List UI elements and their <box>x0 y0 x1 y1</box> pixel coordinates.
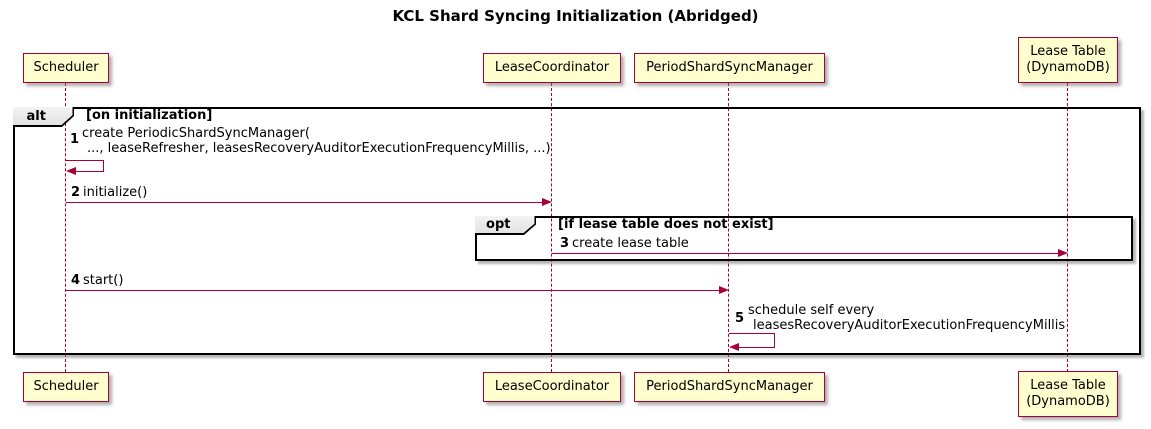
lifeline-lease-table <box>1067 83 1068 372</box>
message-2-arrow-line <box>66 202 542 203</box>
message-1-text: create PeriodicShardSyncManager( ..., le… <box>82 126 551 156</box>
message-1-text-line1: create PeriodicShardSyncManager( <box>82 126 310 141</box>
opt-operator-label: opt <box>475 216 535 233</box>
participant-period-shard-sync-manager-bottom: PeriodShardSyncManager <box>634 372 825 402</box>
message-2-number: 2 <box>71 185 81 200</box>
participant-lease-coordinator-bottom: LeaseCoordinator <box>483 372 621 402</box>
message-1-self-arrow-bottom <box>75 171 104 172</box>
alt-operator-label: alt <box>13 107 73 125</box>
message-1-self-arrow-top <box>66 160 104 161</box>
participant-period-shard-sync-manager-top: PeriodShardSyncManager <box>634 53 825 83</box>
message-5-self-arrow-side <box>774 333 775 347</box>
message-1-number: 1 <box>70 132 80 147</box>
alt-frame-tab: alt <box>13 107 74 127</box>
message-3-arrow-line <box>552 253 1058 254</box>
opt-frame <box>475 216 1133 261</box>
lifeline-scheduler <box>65 83 66 372</box>
message-5-arrowhead-icon <box>729 343 739 351</box>
message-4-arrowhead-icon <box>719 286 729 294</box>
participant-label: LeaseCoordinator <box>494 60 610 75</box>
message-1-arrowhead-icon <box>66 167 76 175</box>
message-2-arrowhead-icon <box>542 198 552 206</box>
message-4-number: 4 <box>71 273 81 288</box>
lifeline-period-shard-sync-manager <box>728 83 729 372</box>
participant-label-line2: (DynamoDB) <box>1026 394 1110 409</box>
message-2-text: initialize() <box>83 185 148 200</box>
opt-frame-tab: opt <box>475 216 536 235</box>
alt-frame <box>13 107 1141 355</box>
participant-label-line2: (DynamoDB) <box>1026 60 1110 75</box>
alt-guard-label: [on initialization] <box>86 108 213 123</box>
participant-lease-coordinator-top: LeaseCoordinator <box>483 53 621 83</box>
message-3-arrowhead-icon <box>1058 249 1068 257</box>
message-5-text: schedule self every leasesRecoveryAudito… <box>748 303 1065 333</box>
participant-scheduler-top: Scheduler <box>23 53 109 83</box>
message-5-number: 5 <box>735 311 745 326</box>
message-1-text-line2: ..., leaseRefresher, leasesRecoveryAudit… <box>87 141 551 156</box>
participant-label-line1: Lease Table <box>1030 378 1106 393</box>
opt-guard-label: [if lease table does not exist] <box>558 217 774 232</box>
lifeline-lease-coordinator <box>551 83 552 372</box>
participant-label-line1: Lease Table <box>1030 44 1106 59</box>
message-1-self-arrow-side <box>103 160 104 171</box>
message-3-text: create lease table <box>572 236 689 251</box>
participant-label: LeaseCoordinator <box>494 379 610 394</box>
message-4-text: start() <box>83 273 124 288</box>
participant-lease-table-top: Lease Table (DynamoDB) <box>1018 37 1118 83</box>
participant-label: PeriodShardSyncManager <box>646 60 813 75</box>
participant-scheduler-bottom: Scheduler <box>23 372 109 402</box>
participant-label: Scheduler <box>33 60 99 75</box>
participant-lease-table-bottom: Lease Table (DynamoDB) <box>1018 371 1118 417</box>
diagram-title: KCL Shard Syncing Initialization (Abridg… <box>392 7 759 25</box>
message-3-number: 3 <box>560 236 570 251</box>
participant-label: PeriodShardSyncManager <box>646 379 813 394</box>
message-5-text-line1: schedule self every <box>748 303 875 318</box>
message-5-self-arrow-top <box>729 333 775 334</box>
message-4-arrow-line <box>66 290 719 291</box>
message-5-self-arrow-bottom <box>738 347 775 348</box>
message-5-text-line2: leasesRecoveryAuditorExecutionFrequencyM… <box>753 318 1066 333</box>
participant-label: Scheduler <box>33 379 99 394</box>
